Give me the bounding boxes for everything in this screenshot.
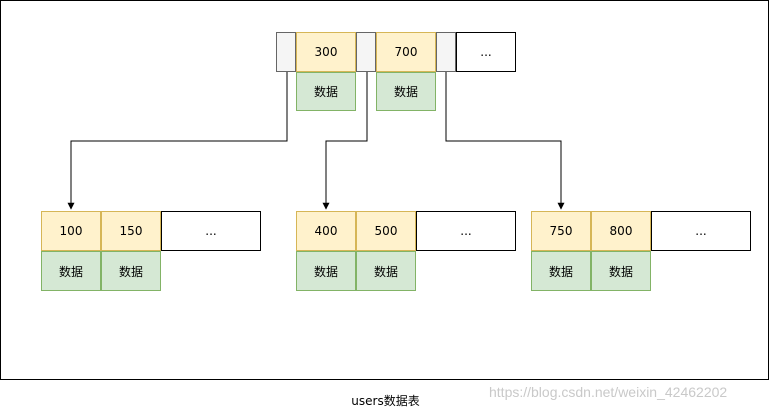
- child-1-data-0: 数据: [41, 251, 101, 291]
- child-2-more: ...: [416, 211, 516, 251]
- child-1-key-0: 100: [41, 211, 101, 251]
- root-data-1: 数据: [376, 72, 436, 111]
- diagram-frame: 300 700 ... 数据 数据 100 150 ... 数据 数据 400 …: [0, 0, 769, 380]
- diagram-caption: users数据表: [351, 394, 420, 408]
- child-3-data-0: 数据: [531, 251, 591, 291]
- child-3-key-0: 750: [531, 211, 591, 251]
- child-3-data-1: 数据: [591, 251, 651, 291]
- root-pointer-0: [276, 32, 296, 72]
- tree-edges: [67, 72, 565, 210]
- edge-to-child-2: [322, 72, 368, 210]
- child-3-more: ...: [651, 211, 751, 251]
- child-1-more: ...: [161, 211, 261, 251]
- root-more: ...: [456, 32, 516, 72]
- child-2-key-0: 400: [296, 211, 356, 251]
- child-2-key-1: 500: [356, 211, 416, 251]
- watermark: https://blog.csdn.net/weixin_42462202: [489, 384, 728, 400]
- child-3-key-1: 800: [591, 211, 651, 251]
- root-key-0: 300: [296, 32, 356, 72]
- root-pointer-1: [356, 32, 376, 72]
- edge-to-child-1: [67, 72, 288, 210]
- child-1-key-1: 150: [101, 211, 161, 251]
- root-data-0: 数据: [296, 72, 356, 111]
- edge-to-child-3: [445, 72, 565, 210]
- root-pointer-2: [436, 32, 456, 72]
- child-1-data-1: 数据: [101, 251, 161, 291]
- root-key-1: 700: [376, 32, 436, 72]
- child-2-data-0: 数据: [296, 251, 356, 291]
- child-2-data-1: 数据: [356, 251, 416, 291]
